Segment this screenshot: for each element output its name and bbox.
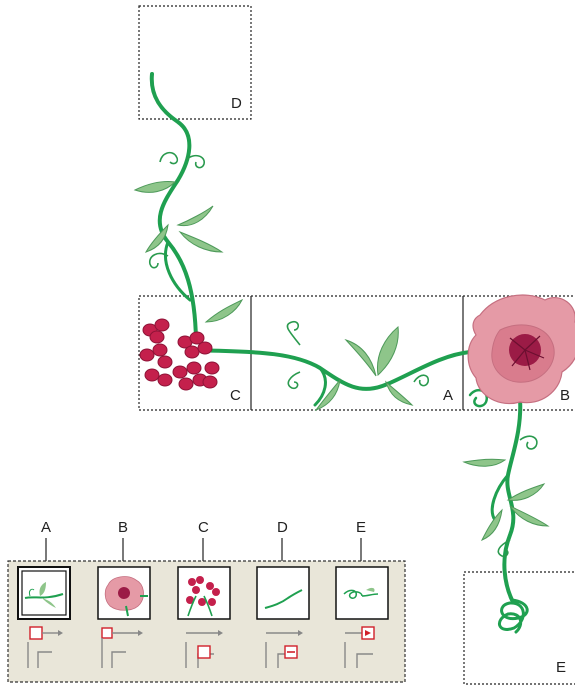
start-tile-swatch[interactable]: [256, 566, 310, 620]
tile-a-label: A: [443, 387, 453, 404]
callout-label-e: E: [356, 519, 366, 536]
outer-corner-tile-position-icon: [101, 627, 143, 668]
start-tile-position-icon: [265, 630, 303, 668]
tile-d-label: D: [231, 95, 242, 112]
inner-corner-tile-swatch[interactable]: [177, 566, 231, 620]
tile-a-box: A: [250, 295, 464, 411]
callout-label-c: C: [198, 519, 209, 536]
tile-c-label: C: [230, 387, 241, 404]
tile-d-box: D: [138, 5, 252, 120]
berry-cluster: [139, 318, 220, 391]
callout-label-b: B: [118, 519, 128, 536]
tile-e-label: E: [556, 659, 566, 676]
tile-e-box: E: [463, 571, 575, 685]
inner-corner-tile-position-icon: [185, 630, 223, 668]
end-tile-position-icon: [344, 626, 375, 668]
flower: [467, 294, 575, 405]
tile-b-label: B: [560, 387, 570, 404]
callout-label-d: D: [277, 519, 288, 536]
vine-tendrils: [148, 151, 538, 558]
end-tile-swatch[interactable]: [335, 566, 389, 620]
side-tile-position-icon: [27, 626, 63, 668]
side-tile-swatch[interactable]: [17, 566, 71, 620]
vine-artwork: [149, 72, 529, 634]
vine-leaves: [133, 181, 550, 541]
callout-label-a: A: [41, 519, 51, 536]
outer-corner-tile-swatch[interactable]: [97, 566, 151, 620]
